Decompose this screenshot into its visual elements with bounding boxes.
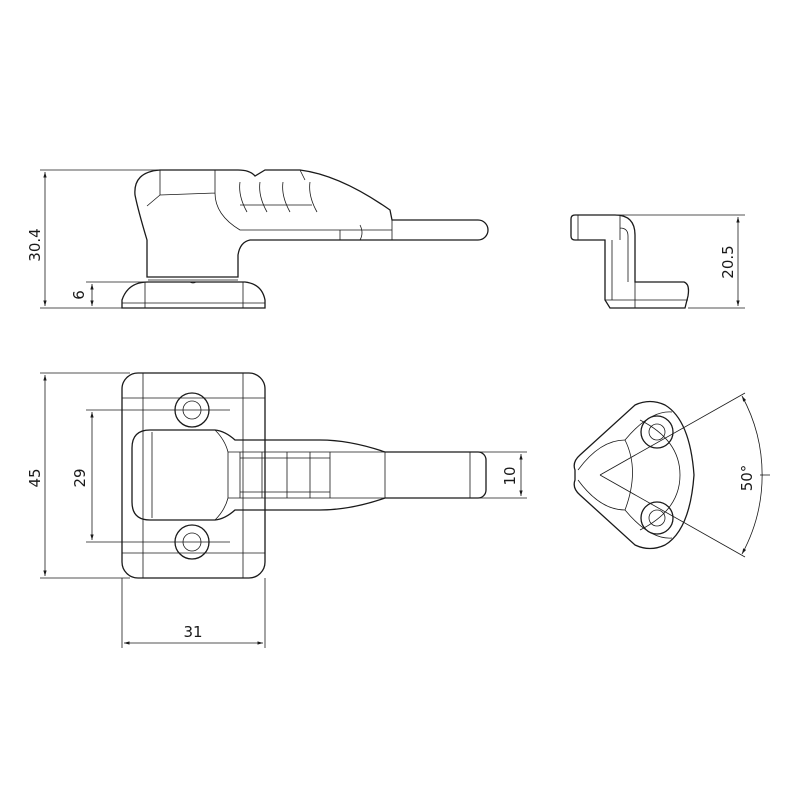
side-height-dimension: 30.4: [26, 169, 160, 309]
side-height-label: 30.4: [26, 228, 44, 261]
base-plan-view: [573, 400, 695, 550]
side-view: [121, 169, 489, 309]
arm-width-label: 10: [501, 466, 519, 485]
plate-height-dimension: 45: [26, 372, 130, 579]
plate-width-dimension: 31: [121, 578, 266, 648]
arm-width-dimension: 10: [470, 451, 527, 499]
end-height-dimension: 20.5: [615, 214, 745, 309]
front-view: [121, 372, 487, 579]
base-height-dimension: 6: [70, 281, 145, 306]
angle-label: 50°: [738, 465, 756, 492]
hole-spacing-dimension: 29: [71, 409, 230, 543]
plate-width-label: 31: [183, 623, 202, 641]
hole-spacing-label: 29: [71, 468, 89, 487]
mounting-hole: [640, 415, 674, 449]
plate-height-label: 45: [26, 468, 44, 487]
base-height-label: 6: [70, 290, 88, 300]
end-view: [570, 214, 690, 309]
angle-dimension: 50°: [599, 392, 770, 558]
mounting-hole: [640, 501, 674, 535]
end-height-label: 20.5: [719, 245, 737, 278]
